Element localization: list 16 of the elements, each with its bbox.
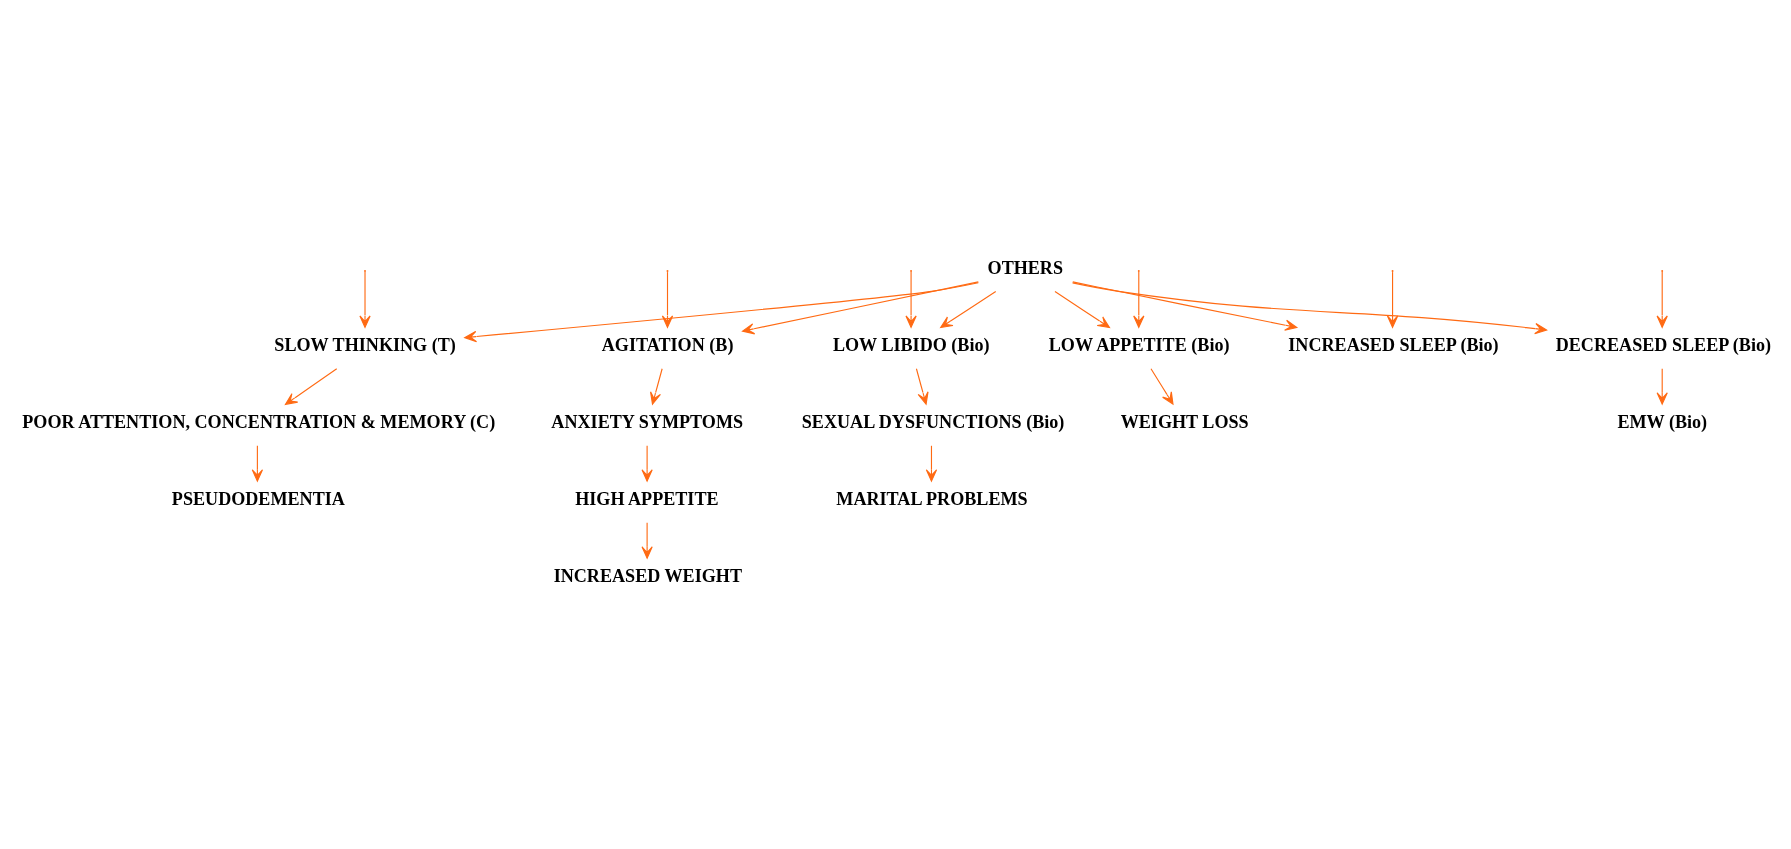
node-text: LOW APPETITE (Bio) [1048,334,1230,355]
node-text: SLOW THINKING (T) [274,334,456,355]
node-text: EMW (Bio) [1617,411,1708,432]
node-text: PSEUDODEMENTIA [171,488,345,509]
node-text: INCREASED SLEEP (Bio) [1288,334,1499,355]
node-text: MARITAL PROBLEMS [836,488,1028,509]
node-text: ANXIETY SYMPTOMS [551,411,744,432]
node-text: DECREASED SLEEP (Bio) [1555,334,1772,355]
node-text: OTHERS [987,257,1064,278]
node-text: POOR ATTENTION, CONCENTRATION & MEMORY (C) [22,411,496,432]
node-text: INCREASED WEIGHT [553,565,742,586]
node-text: AGITATION (B) [601,334,734,355]
node-text: HIGH APPETITE [575,488,719,509]
node-text: LOW LIBIDO (Bio) [832,334,990,355]
node-text: WEIGHT LOSS [1120,411,1249,432]
node-text: SEXUAL DYSFUNCTIONS (Bio) [801,411,1065,432]
